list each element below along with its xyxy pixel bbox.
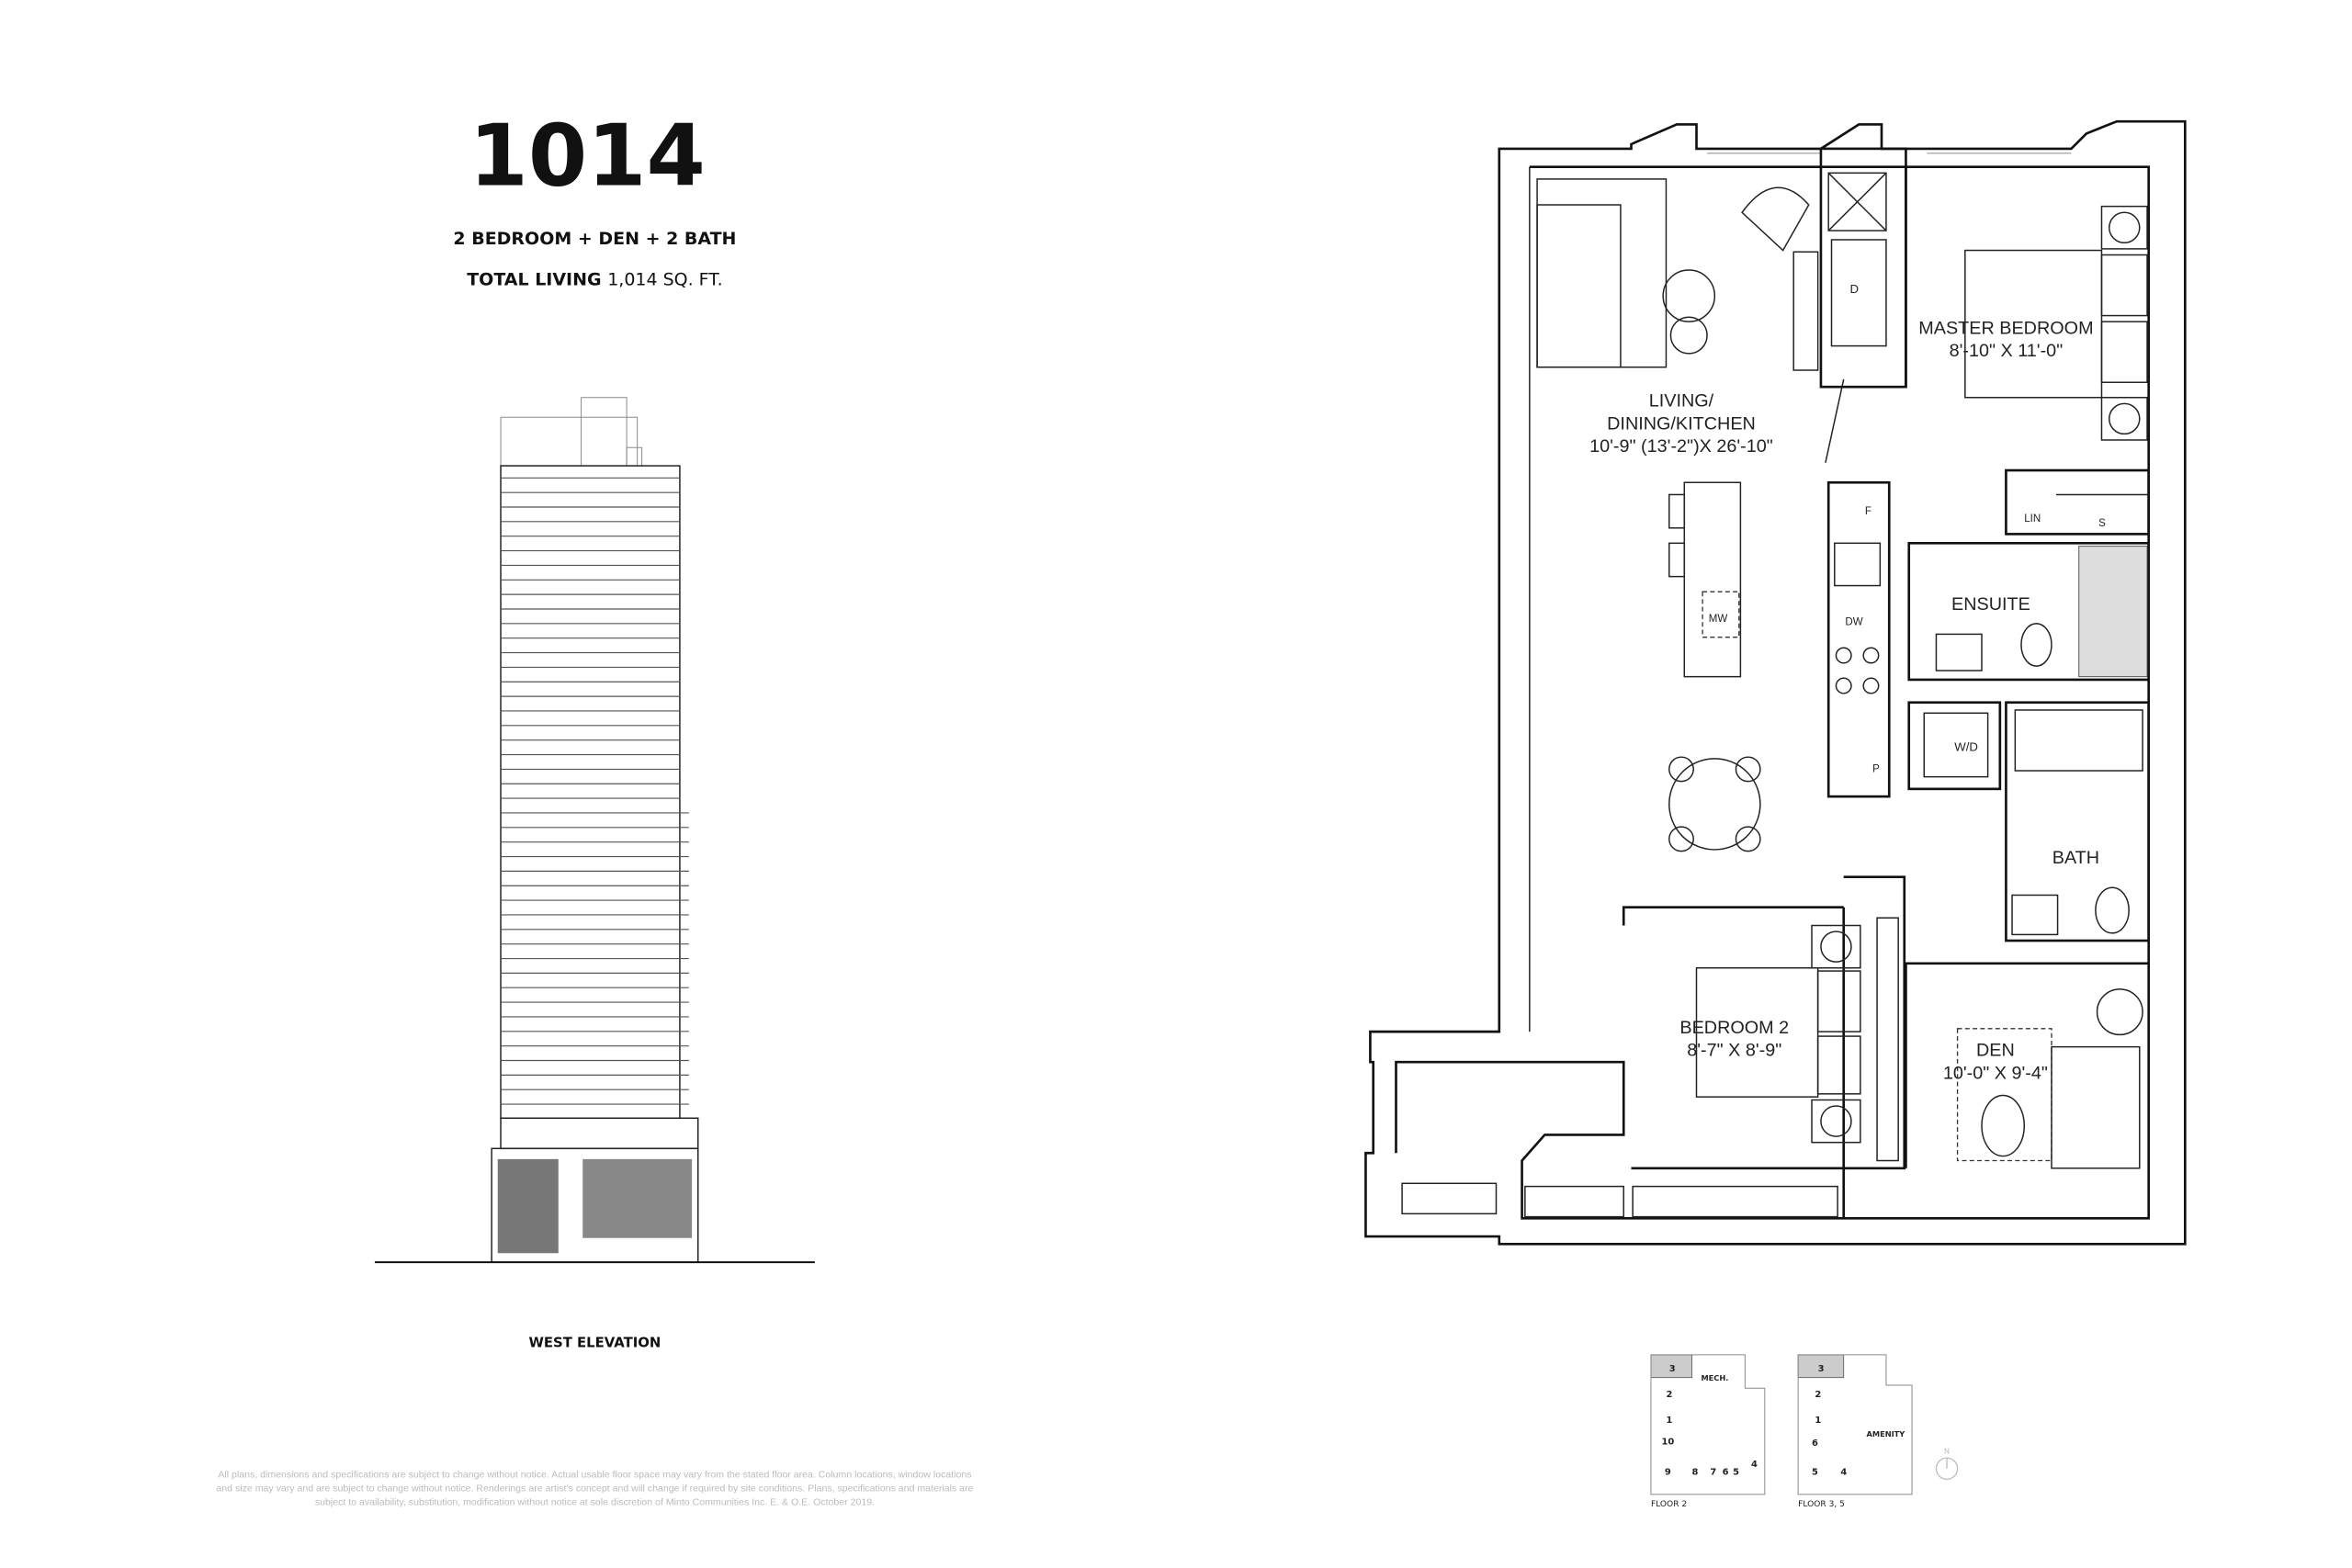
- fixture-dryer: D: [1849, 282, 1859, 296]
- keyplan-floor3-5: 3 2 1 6 5 4 AMENITY FLOOR 3, 5: [1797, 1354, 1913, 1509]
- room-living-size: 10'-9" (13'-2")X 26'-10": [1589, 436, 1773, 457]
- north-arrow-icon: N: [1935, 1446, 1959, 1481]
- keyplan-unit: 6: [1723, 1467, 1729, 1477]
- keyplan-label: FLOOR 2: [1651, 1500, 1687, 1509]
- room-living-label: LIVING/: [1649, 391, 1714, 412]
- room-living-label: DINING/KITCHEN: [1607, 413, 1756, 434]
- keyplan-unit: 9: [1665, 1467, 1671, 1477]
- fixture-microwave: MW: [1709, 614, 1728, 625]
- room-master-label: MASTER BEDROOM: [1918, 318, 2093, 338]
- fixture-shelf: S: [2098, 518, 2106, 529]
- total-living: TOTAL LIVING 1,014 SQ. FT.: [467, 270, 722, 290]
- disclaimer-line: and size may vary and are subject to cha…: [216, 1483, 973, 1495]
- keyplan-unit: 5: [1733, 1467, 1739, 1477]
- disclaimer-line: subject to availability, substitution, m…: [315, 1496, 875, 1507]
- room-bedroom2-size: 8'-7" X 8'-9": [1687, 1041, 1781, 1061]
- keyplan-unit: 6: [1812, 1438, 1818, 1449]
- keyplan-unit: 1: [1815, 1416, 1821, 1426]
- keyplan-unit: 2: [1666, 1390, 1672, 1400]
- room-bedroom2-label: BEDROOM 2: [1679, 1018, 1789, 1038]
- keyplan-floor2: 3 2 1 10 9 8 7 6 5 4 MECH. FLOOR 2: [1650, 1354, 1766, 1509]
- room-ensuite-label: ENSUITE: [1951, 594, 2030, 615]
- elevation-label: WEST ELEVATION: [528, 1335, 661, 1351]
- room-den-size: 10'-0" X 9'-4": [1943, 1063, 2048, 1083]
- fixture-fridge: F: [1865, 506, 1871, 517]
- fixture-linen: LIN: [2024, 513, 2041, 525]
- total-living-value: 1,014 SQ. FT.: [607, 270, 722, 290]
- total-living-label: TOTAL LIVING: [467, 270, 601, 290]
- unit-number: 1014: [469, 107, 705, 206]
- keyplan-mech: MECH.: [1701, 1373, 1728, 1382]
- room-master-size: 8'-10" X 11'-0": [1950, 341, 2064, 361]
- keyplan-unit: 7: [1710, 1467, 1716, 1477]
- keyplan-unit: 3: [1818, 1364, 1825, 1374]
- keyplan-unit: 1: [1666, 1416, 1672, 1426]
- keyplan-unit: 4: [1751, 1460, 1758, 1470]
- keyplan-label: FLOOR 3, 5: [1798, 1500, 1845, 1509]
- keyplan-amenity: AMENITY: [1866, 1429, 1905, 1438]
- keyplan-unit: 8: [1692, 1467, 1699, 1477]
- room-bath-label: BATH: [2052, 848, 2099, 868]
- north-label: N: [1944, 1446, 1950, 1455]
- keyplan-unit: 3: [1669, 1364, 1676, 1374]
- room-den-label: DEN: [1976, 1041, 2015, 1061]
- fixture-washer-dryer: W/D: [1954, 740, 1978, 754]
- keyplan-unit: 2: [1815, 1390, 1821, 1400]
- unit-floor-plan: D F DW P MW LIN S: [1364, 119, 2187, 1246]
- fixture-dishwasher: DW: [1845, 616, 1862, 627]
- disclaimer-line: All plans, dimensions and specifications…: [218, 1470, 971, 1481]
- keyplan-unit: 10: [1662, 1437, 1675, 1447]
- keyplan-unit: 5: [1812, 1467, 1818, 1477]
- keyplan-unit: 4: [1840, 1467, 1847, 1477]
- fixture-pantry: P: [1872, 764, 1880, 775]
- west-elevation-drawing: [374, 397, 815, 1264]
- unit-type: 2 BEDROOM + DEN + 2 BATH: [453, 229, 736, 249]
